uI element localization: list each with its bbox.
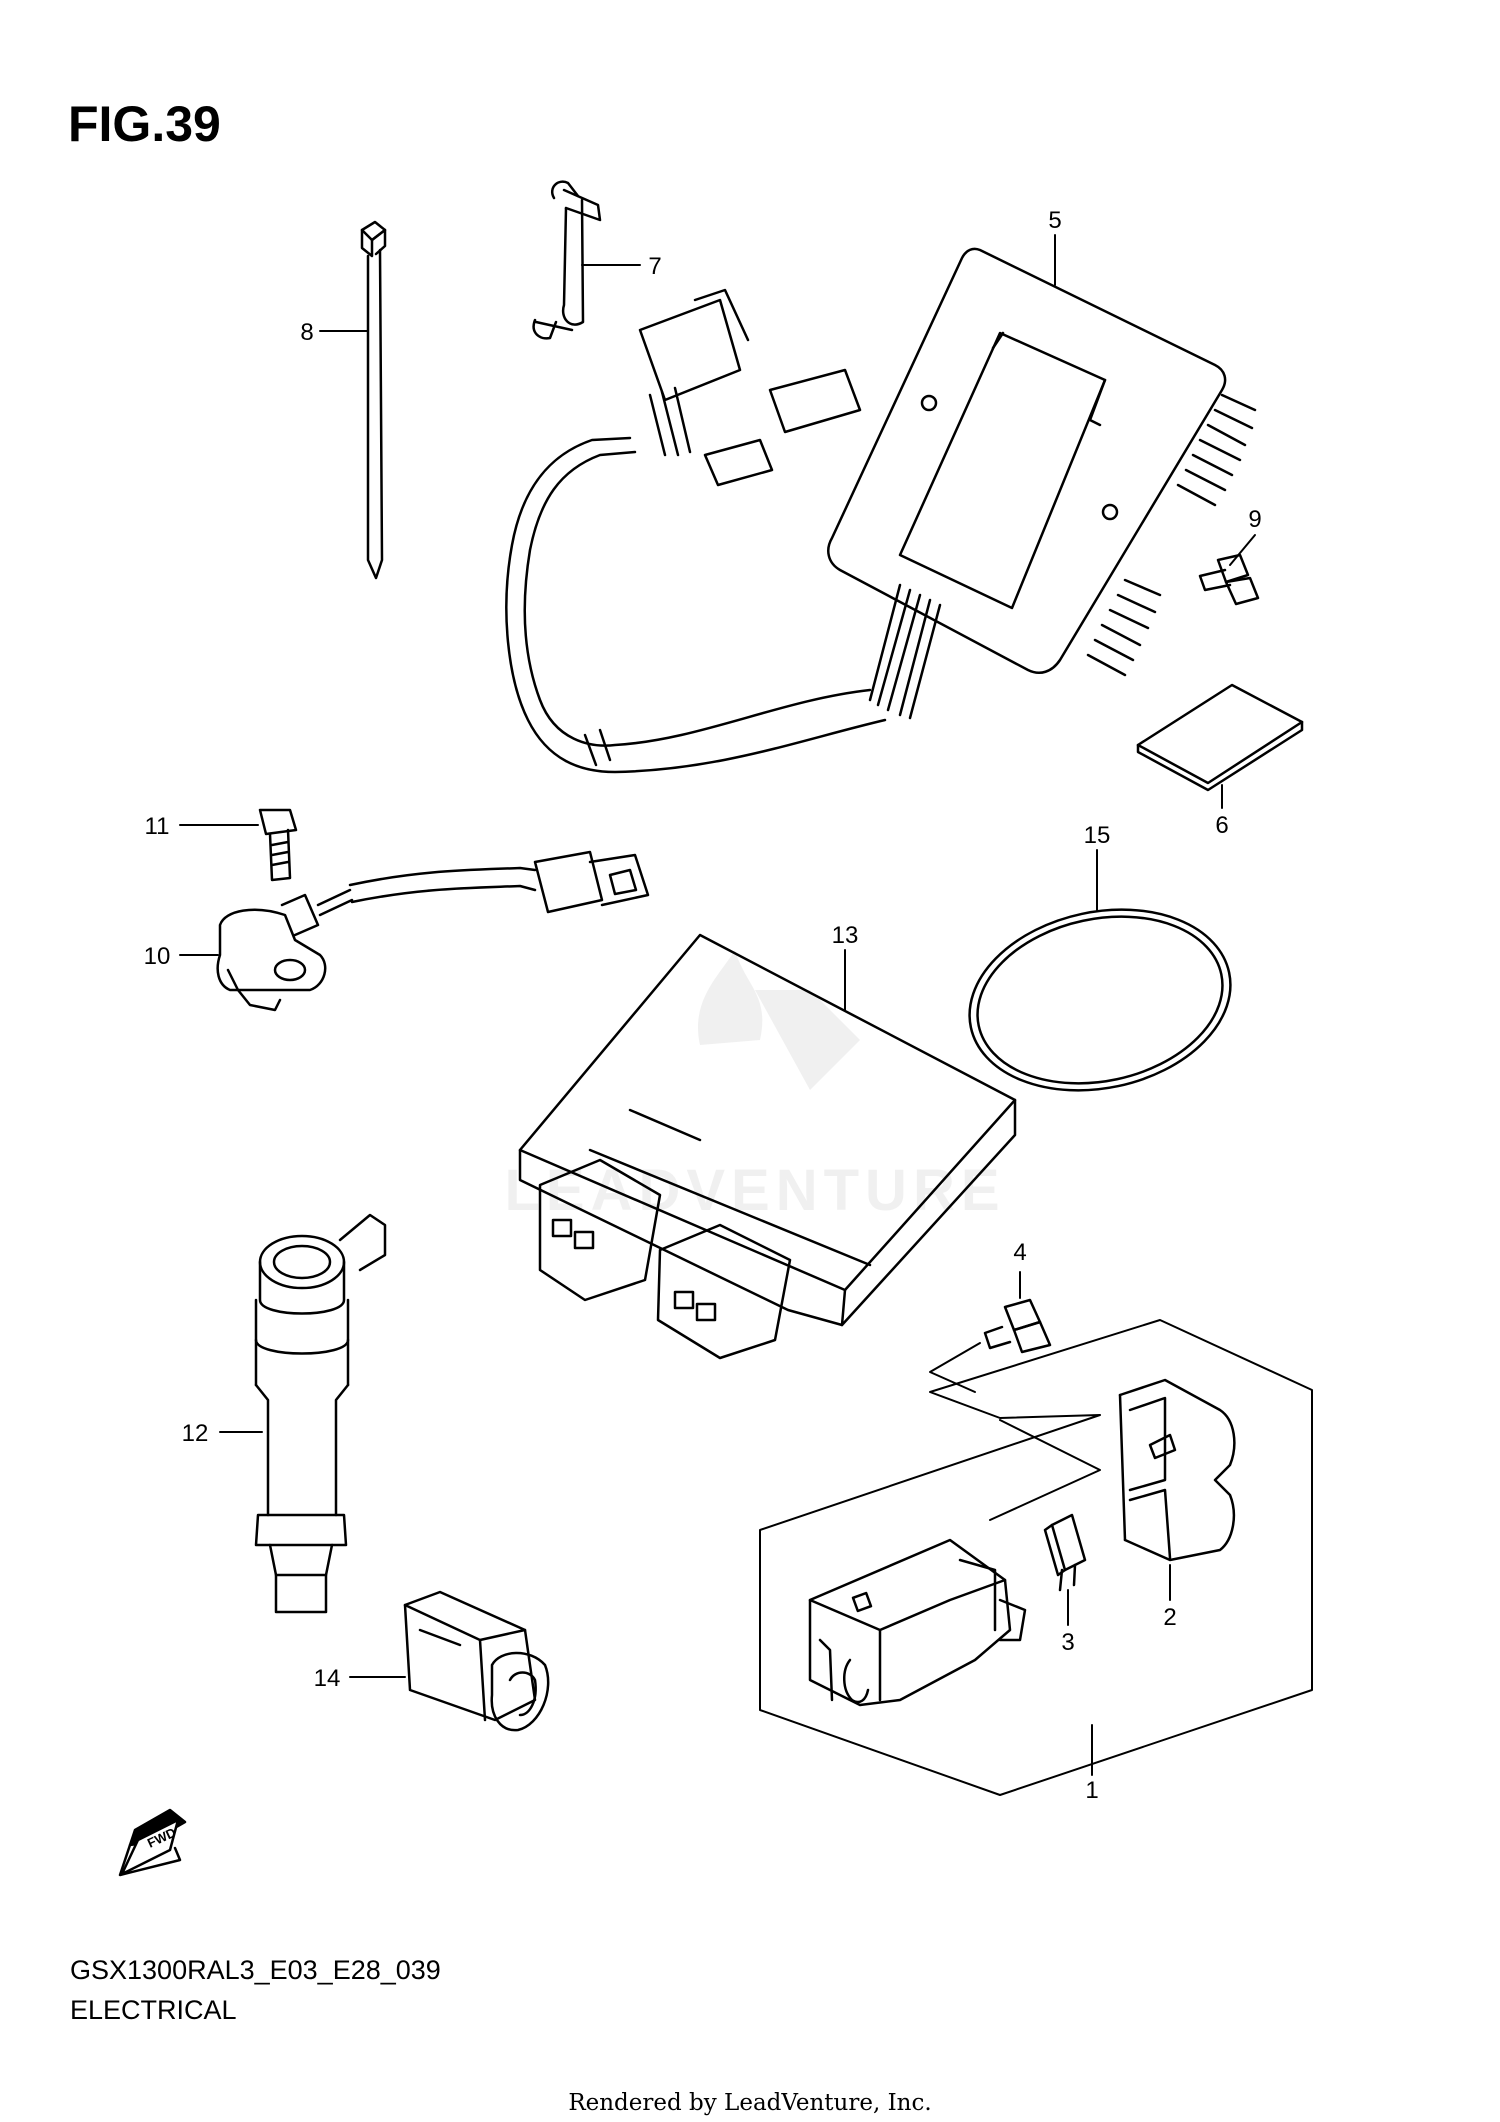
ignition-coil-icon (254, 1213, 387, 1614)
footer-text: Rendered by LeadVenture, Inc. (568, 2090, 932, 2116)
callout-5: 5 (1048, 207, 1061, 234)
callout-13: 13 (832, 922, 859, 949)
bolt-icon (258, 808, 298, 882)
callout-7: 7 (648, 253, 661, 280)
watermark: LEADVENTURE (504, 950, 1000, 1223)
bolt-leader-line (929, 1342, 981, 1393)
relay-assembly-icon (808, 1538, 1027, 1707)
fuse-leader-line (989, 1419, 1101, 1521)
leader-lines (179, 234, 1256, 1776)
connector-icon (403, 1590, 550, 1732)
callout-2: 2 (1163, 1604, 1176, 1631)
bolt-icon (1198, 553, 1260, 606)
callout-11: 11 (145, 813, 170, 840)
pad-icon (1136, 683, 1304, 792)
section-label: ELECTRICAL (70, 1995, 237, 2025)
figure-title: FIG.39 (68, 96, 221, 152)
callout-3: 3 (1061, 1629, 1074, 1656)
callout-12: 12 (182, 1420, 209, 1447)
o-ring-icon (968, 908, 1232, 1092)
callout-6: 6 (1215, 812, 1228, 839)
ecm-unit-icon (518, 933, 1017, 1360)
callout-10: 10 (144, 943, 171, 970)
fuse-icon (1043, 1513, 1087, 1592)
relay-cover-icon (1118, 1378, 1236, 1562)
regulator-rectifier-icon (505, 247, 1257, 774)
sensor-icon (216, 850, 650, 1012)
callout-14: 14 (314, 1665, 341, 1692)
relay-group-outline (759, 1319, 1313, 1796)
callout-9: 9 (1248, 506, 1261, 533)
callout-15: 15 (1084, 822, 1111, 849)
callout-4: 4 (1013, 1239, 1026, 1266)
figure-code: GSX1300RAL3_E03_E28_039 (70, 1955, 441, 1985)
bolt-icon (983, 1298, 1052, 1354)
callout-1: 1 (1085, 1777, 1098, 1804)
fwd-arrow-icon: FWD (118, 1808, 187, 1877)
clamp-icon (532, 180, 602, 340)
callout-8: 8 (300, 319, 313, 346)
cable-tie-icon (360, 220, 387, 580)
